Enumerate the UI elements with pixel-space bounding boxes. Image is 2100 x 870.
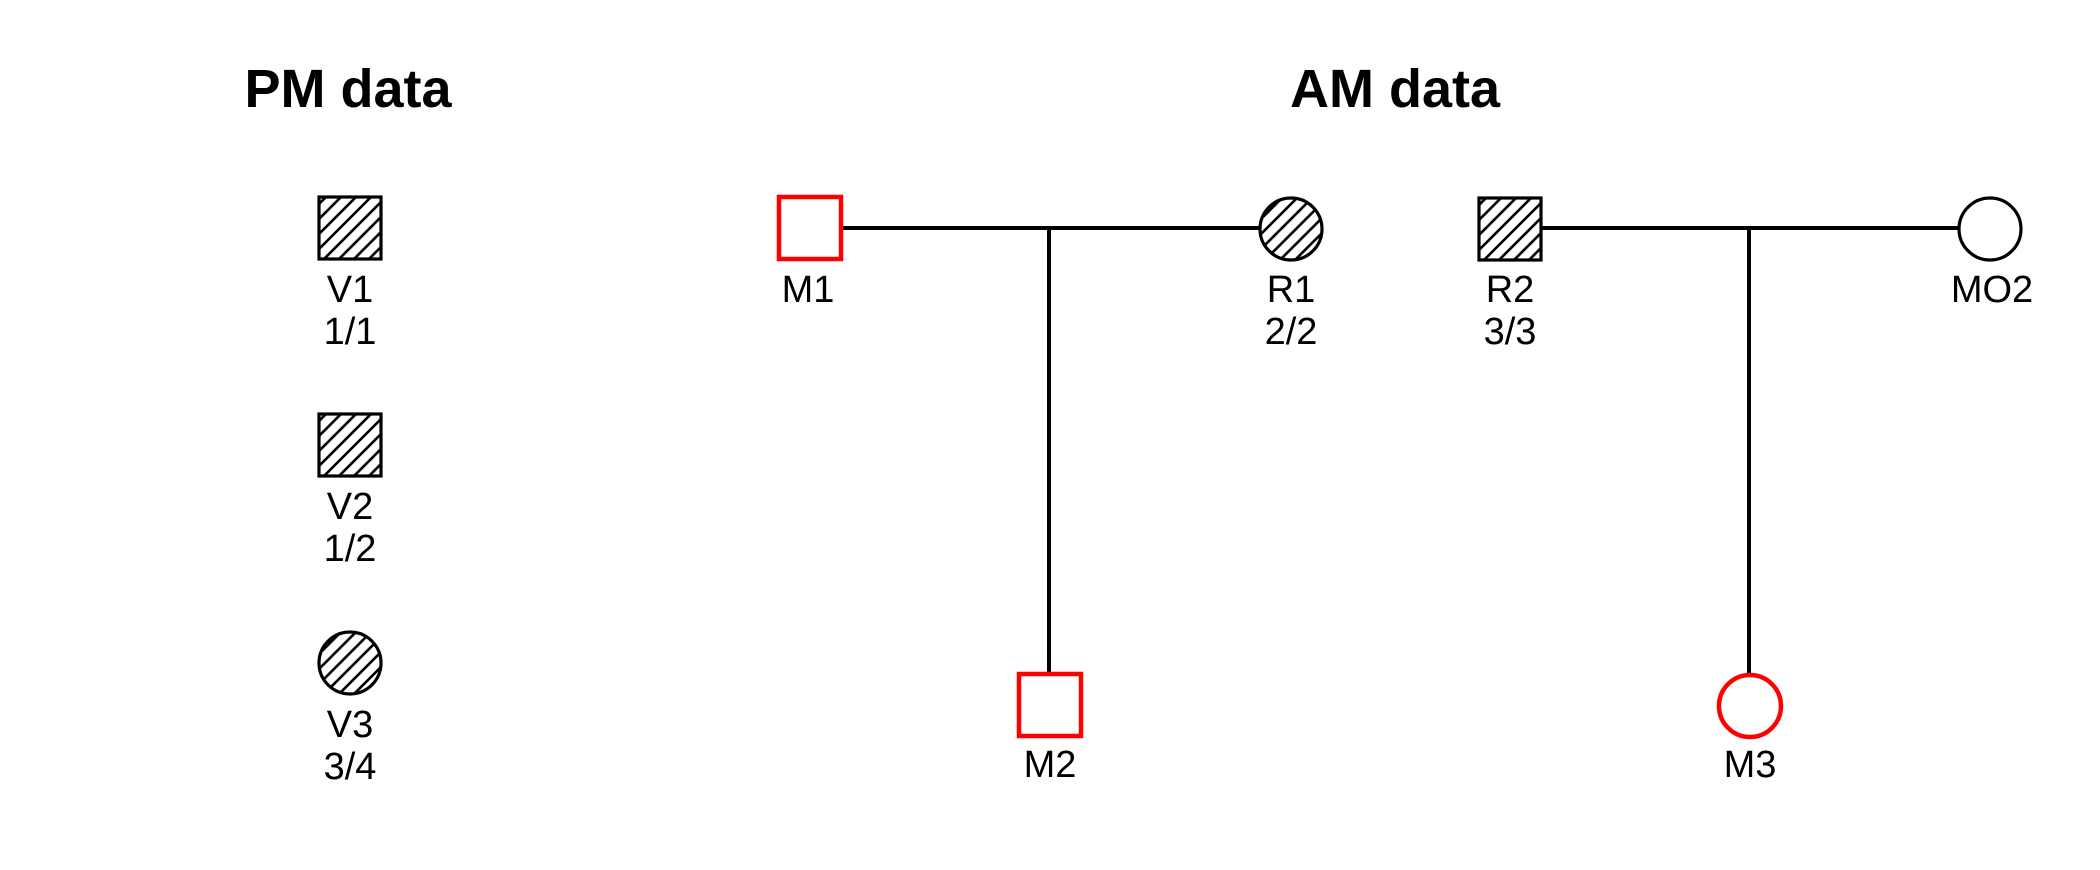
genotype-r2: 3/3 (1483, 311, 1537, 353)
descent-line-family1 (1047, 228, 1051, 674)
pm-data-title: PM data (244, 59, 452, 119)
label-r1: R1 (1266, 269, 1316, 311)
label-v2: V2 (326, 486, 374, 528)
symbol-v3-hatched-circle (317, 630, 383, 696)
symbol-m1-red-square (776, 194, 844, 262)
label-mo2: MO2 (1950, 269, 2034, 311)
genotype-v3: 3/4 (323, 746, 377, 788)
symbol-m3-red-circle (1716, 672, 1784, 740)
symbol-v2-hatched-square (317, 412, 383, 478)
symbol-r2-hatched-square (1477, 196, 1543, 262)
am-data-title: AM data (1289, 59, 1501, 119)
symbol-v1-hatched-square (317, 195, 383, 261)
symbol-mo2-circle (1957, 196, 2023, 262)
genotype-v1: 1/1 (323, 311, 377, 353)
genotype-r1: 2/2 (1264, 311, 1318, 353)
mating-line-family1 (843, 226, 1260, 230)
label-m3: M3 (1723, 744, 1777, 786)
label-m1: M1 (781, 269, 835, 311)
descent-line-family2 (1747, 228, 1751, 675)
label-v3: V3 (326, 704, 374, 746)
symbol-m2-red-square (1016, 671, 1084, 739)
symbol-r1-hatched-circle (1258, 196, 1324, 262)
label-r2: R2 (1485, 269, 1535, 311)
label-v1: V1 (326, 269, 374, 311)
genotype-v2: 1/2 (323, 528, 377, 570)
label-m2: M2 (1023, 744, 1077, 786)
